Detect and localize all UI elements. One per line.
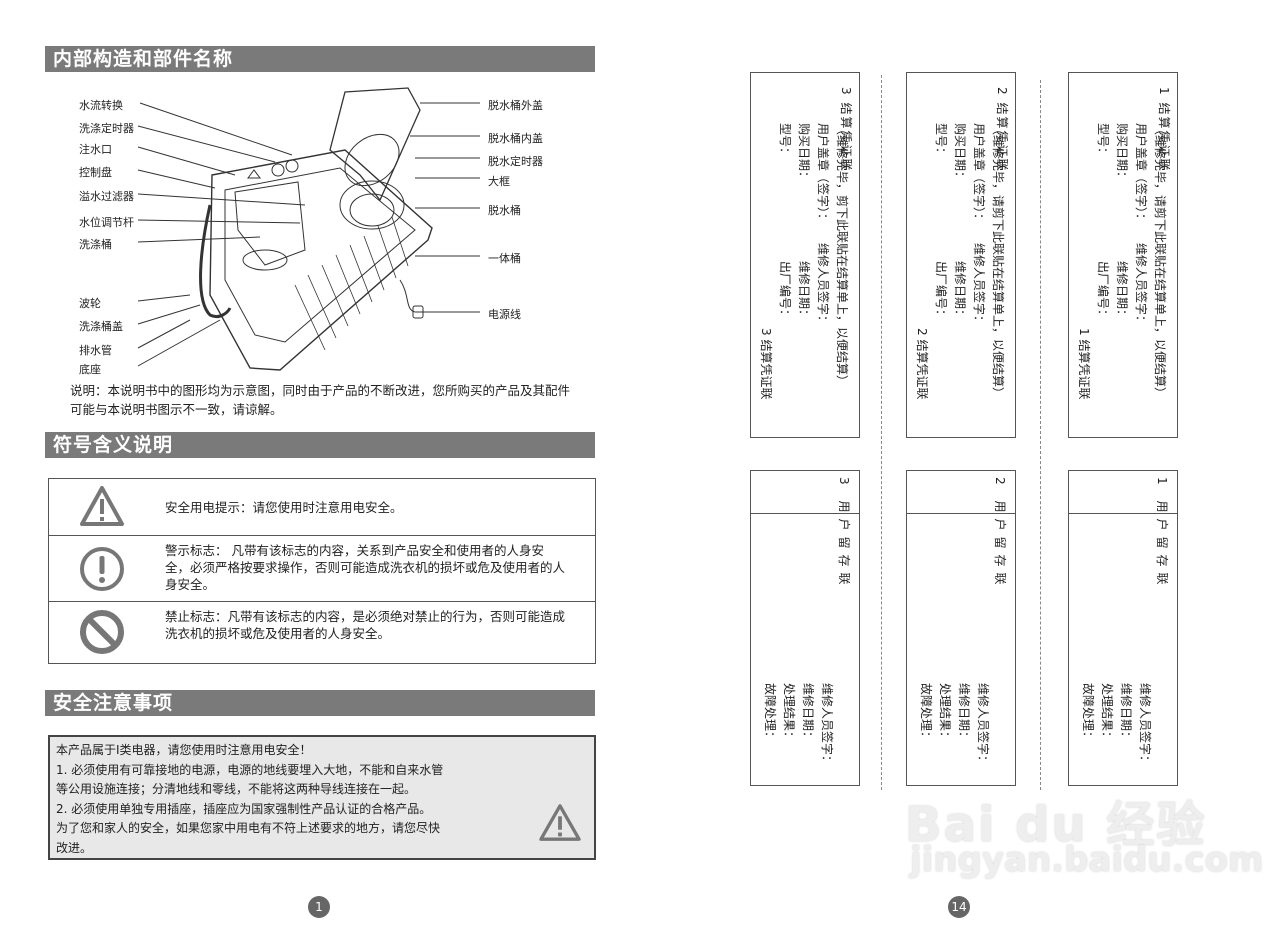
section-title-safety: 安全注意事项 — [45, 690, 595, 716]
user-copy-card: 1 用户留存联故障处理： 处理结果： 维修日期： 维修人员签字： — [1068, 470, 1178, 786]
part-label: 脱水定时器 — [488, 155, 543, 168]
settlement-line: 型号： 出厂编号： — [778, 123, 792, 322]
page-number: 1 — [308, 896, 330, 918]
warning-triangle-icon — [539, 804, 581, 841]
settlement-card: 3 结算凭证联 （维修完毕，剪下此联贴在结算单上，以便结算） 用户盖章（签字）： 维… — [750, 72, 860, 438]
part-label: 电源线 — [488, 308, 521, 321]
user-copy-field: 维修人员签字： — [820, 683, 834, 768]
part-label: 脱水桶 — [488, 204, 521, 217]
prohibited-icon — [80, 610, 124, 654]
part-label: 脱水桶外盖 — [488, 99, 543, 112]
user-copy-field: 维修日期： — [957, 683, 971, 744]
user-copy-field: 处理结果： — [938, 683, 952, 744]
section-title-symbols: 符号含义说明 — [45, 432, 595, 458]
user-copy-title: 3 用户留存联 — [837, 477, 851, 591]
settlement-card: 1 结算凭证联 （维修完毕，请剪下此联贴在结算单上，以便结算） 用户盖章（签字）： … — [1068, 72, 1178, 438]
settlement-line: 2 结算凭证联 — [915, 328, 929, 400]
part-label: 控制盘 — [79, 166, 112, 179]
user-copy-title: 2 用户留存联 — [993, 477, 1007, 591]
cut-line — [881, 75, 882, 790]
settlement-line: 购买日期： 维修日期： — [1115, 123, 1129, 322]
user-copy-field: 维修人员签字： — [1138, 683, 1152, 768]
user-copy-field: 故障处理： — [919, 683, 933, 744]
section-title-structure: 内部构造和部件名称 — [45, 46, 595, 72]
safety-line: 2. 必须使用单独专用插座，插座应为国家强制性产品认证的合格产品。 — [56, 801, 432, 816]
settlement-line: 购买日期： 维修日期： — [953, 123, 967, 322]
user-copy-header: 2 用户留存联 — [907, 471, 1015, 590]
user-copy-card: 3 用户留存联故障处理： 处理结果： 维修日期： 维修人员签字： — [750, 470, 860, 786]
settlement-line: （维修完毕，剪下此联贴在结算单上，以便结算） — [835, 123, 849, 388]
safety-line: 1. 必须使用有可靠接地的电源，电源的地线要埋入大地，不能和自来水管 — [56, 762, 444, 777]
symbol-text: 禁止标志：凡带有该标志的内容，是必须绝对禁止的行为，否则可能造成洗衣机的损坏或危… — [165, 609, 566, 641]
settlement-line: （维修完毕，请剪下此联贴在结算单上，以便结算） — [991, 123, 1005, 400]
user-copy-field: 维修日期： — [801, 683, 815, 744]
user-copy-title: 1 用户留存联 — [1155, 477, 1169, 591]
diagram-note: 说明：本说明书中的图形均为示意图，同时由于产品的不断改进，您所购买的产品及其配件… — [70, 383, 571, 417]
symbol-row: 安全用电提示：请您使用时注意用电安全。 — [49, 479, 595, 536]
symbol-row: 禁止标志：凡带有该标志的内容，是必须绝对禁止的行为，否则可能造成洗衣机的损坏或危… — [49, 602, 595, 662]
washing-machine-diagram — [137, 87, 480, 371]
user-copy-header: 3 用户留存联 — [751, 471, 859, 590]
exclamation-circle-icon — [80, 547, 124, 591]
settlement-line: 1 结算凭证联 — [1077, 328, 1091, 400]
part-label: 注水口 — [79, 143, 112, 156]
settlement-line: 3 结算凭证联 — [759, 328, 773, 400]
user-copy-field: 故障处理： — [1081, 683, 1095, 744]
part-label: 水流转换 — [79, 99, 123, 112]
watermark-url: jingyan.baidu.com — [910, 840, 1264, 880]
symbol-text: 安全用电提示：请您使用时注意用电安全。 — [165, 500, 403, 515]
settlement-line: 型号： 出厂编号： — [934, 123, 948, 322]
user-copy-field: 处理结果： — [1100, 683, 1114, 744]
part-label: 洗涤桶盖 — [79, 320, 123, 333]
symbol-text: 警示标志： 凡带有该标志的内容，关系到产品安全和使用者的人身安全，必须严格按要求… — [165, 543, 566, 592]
settlement-line: 型号： 出厂编号： — [1096, 123, 1110, 322]
part-label: 洗涤桶 — [79, 238, 112, 251]
watermark-brand: Bai du 经验 — [905, 797, 1207, 853]
part-label: 一体桶 — [488, 252, 521, 265]
settlement-card: 2 结算凭证联 （维修完毕，请剪下此联贴在结算单上，以便结算） 用户盖章（签字）： … — [906, 72, 1016, 438]
part-label: 大框 — [488, 175, 510, 188]
user-copy-field: 处理结果： — [782, 683, 796, 744]
symbol-row: 警示标志： 凡带有该标志的内容，关系到产品安全和使用者的人身安全，必须严格按要求… — [49, 536, 595, 602]
part-label: 波轮 — [79, 297, 101, 310]
cut-line — [1040, 80, 1041, 790]
safety-line: 改进。 — [56, 840, 93, 855]
part-label: 底座 — [79, 363, 101, 376]
part-label: 洗涤定时器 — [79, 122, 134, 135]
part-label: 水位调节杆 — [79, 216, 134, 229]
safety-notice-text: 本产品属于I类电器，请您使用时注意用电安全！ 1. 必须使用有可靠接地的电源，电源… — [56, 741, 526, 858]
safety-line: 本产品属于I类电器，请您使用时注意用电安全！ — [56, 743, 312, 757]
page-number: 14 — [948, 896, 970, 918]
safety-line: 为了您和家人的安全，如果您家中用电有不符上述要求的地方，请您尽快 — [56, 821, 441, 835]
settlement-line: 购买日期： 维修日期： — [797, 123, 811, 322]
user-copy-field: 维修日期： — [1119, 683, 1133, 744]
symbol-table: 安全用电提示：请您使用时注意用电安全。 警示标志： 凡带有该标志的内容，关系到产… — [48, 478, 596, 664]
safety-notice-box: 本产品属于I类电器，请您使用时注意用电安全！ 1. 必须使用有可靠接地的电源，电源… — [48, 735, 596, 860]
part-label: 溢水过滤器 — [79, 190, 134, 203]
warning-triangle-icon — [80, 486, 124, 526]
settlement-line: 用户盖章（签字）： 维修人员签字： — [972, 123, 986, 328]
user-copy-field: 故障处理： — [763, 683, 777, 744]
user-copy-header: 1 用户留存联 — [1069, 471, 1177, 590]
settlement-line: 用户盖章（签字）： 维修人员签字： — [816, 123, 830, 328]
safety-line: 等公用设施连接；分清地线和零线，不能将这两种导线连接在一起。 — [56, 782, 417, 796]
user-copy-field: 维修人员签字： — [976, 683, 990, 768]
settlement-line: （维修完毕，请剪下此联贴在结算单上，以便结算） — [1153, 123, 1167, 400]
part-label: 排水管 — [79, 344, 112, 357]
user-copy-card: 2 用户留存联故障处理： 处理结果： 维修日期： 维修人员签字： — [906, 470, 1016, 786]
part-label: 脱水桶内盖 — [488, 132, 543, 145]
settlement-line: 用户盖章（签字）： 维修人员签字： — [1134, 123, 1148, 328]
